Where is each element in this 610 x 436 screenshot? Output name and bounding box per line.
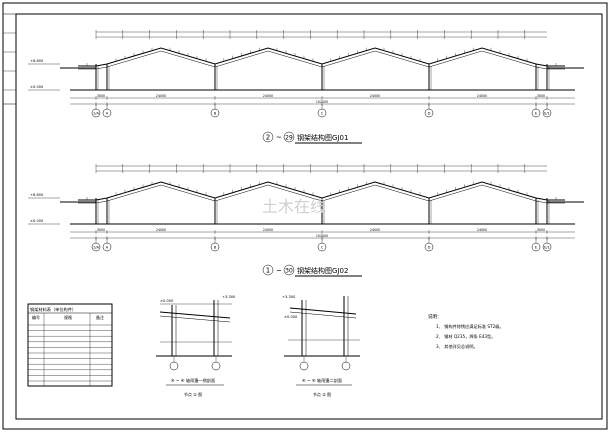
- elev1-sep: ~: [276, 134, 282, 142]
- elev1-axis-label: B: [214, 112, 217, 116]
- frame-elevation-gj01: 1/A A B C D E E/1 +6.600 ±0.000 3000 24000 24000 240…: [28, 30, 584, 118]
- elev1-axis-label: A: [106, 112, 109, 116]
- elev1-num1: 2: [266, 134, 270, 142]
- general-notes: 说明： 1、 钢构件除锈应满足标准 ST2级。 2、 钢材 Q235，焊条 E4…: [428, 313, 504, 350]
- material-table: 钢架材料表（单位构件） 编号 规格 备注: [27, 303, 113, 387]
- elev1-axis-bubble: [542, 108, 552, 118]
- elev2-axis-bubble: [210, 242, 220, 252]
- elev1-bay-dim: 3000: [537, 94, 545, 98]
- title-circle-2: [283, 131, 295, 143]
- detail-right-subtitle: 节点 ② 图: [313, 391, 331, 397]
- binding-strip: [2, 13, 17, 105]
- elev2-axis-label: 1/A: [93, 246, 99, 250]
- svg-text:+3.300: +3.300: [282, 295, 296, 299]
- elev2-title-text: 钢架结构图GJ02: [297, 266, 348, 275]
- elev2-bay-dim: 3000: [97, 228, 105, 232]
- elev2-axis-label: C: [321, 246, 324, 250]
- elev2-total-dim: 102000: [316, 234, 328, 238]
- elev1-axis-bubble: [531, 108, 541, 118]
- elev2-bay-dim: 3000: [537, 228, 545, 232]
- detail-left-title: ④ ~ ④ 轴雨篷一侧剖面: [171, 377, 215, 384]
- elev1-axis-bubble: [102, 108, 112, 118]
- frame-elevation-gj02: 1/A A B C D E E/1 +6.600 ±0.000 3000 24000 24000 240…: [28, 164, 584, 252]
- elev2-axis-bubble: [542, 242, 552, 252]
- elev1-axis-label: E/1: [544, 112, 550, 116]
- elev1-axis-bubble: [317, 108, 327, 118]
- note-item-3: 3、 其他详见总说明。: [436, 343, 478, 350]
- elev1-num2: 29: [285, 135, 293, 142]
- notes-title: 说明：: [428, 313, 442, 320]
- table-header-no: 编号: [32, 314, 40, 320]
- svg-text:+6.600: +6.600: [30, 193, 44, 197]
- elev1-rafter-line: [78, 47, 565, 67]
- elev1-axis-label: D: [428, 112, 431, 116]
- elev1-axis-bubble: [91, 108, 101, 118]
- elev2-bay-dim: 24000: [263, 228, 273, 232]
- elev2-axis-label: E: [535, 246, 538, 250]
- svg-text:±0.000: ±0.000: [284, 315, 298, 319]
- detail-left-subtitle: 节点 ① 图: [184, 391, 202, 397]
- elevation1-title: 2 ~ 29 钢架结构图GJ01: [262, 131, 362, 144]
- note-item-1: 1、 钢构件除锈应满足标准 ST2级。: [436, 323, 504, 330]
- elev2-axis-label: D: [428, 246, 431, 250]
- svg-text:+6.600: +6.600: [30, 59, 44, 63]
- title-circle-1: [262, 131, 274, 143]
- elev1-bay-dim: 24000: [370, 94, 380, 98]
- elev2-bay-dim: 24000: [370, 228, 380, 232]
- svg-text:~: ~: [276, 267, 282, 275]
- elev1-title-text: 钢架结构图GJ01: [297, 133, 348, 142]
- table-header-note: 备注: [96, 314, 104, 320]
- elev2-axis-bubble: [91, 242, 101, 252]
- table-header-spec: 规格: [64, 314, 72, 320]
- elev2-num2: 30: [285, 268, 293, 275]
- svg-text:±0.000: ±0.000: [30, 85, 44, 89]
- elev1-axis-label: E: [535, 112, 538, 116]
- elevation2-title: 1 ~ 30 钢架结构图GJ02: [262, 264, 362, 277]
- elev1-total-dim: 102000: [316, 100, 328, 104]
- detail-section-right: +3.300 ±0.000 ④ ~ ④ 轴雨篷二剖面 节点 ② 图: [282, 295, 360, 397]
- elev1-bay-dim: 3000: [97, 94, 105, 98]
- elev2-axis-bubble: [317, 242, 327, 252]
- elev2-axis-bubble: [424, 242, 434, 252]
- elev2-num1: 1: [266, 267, 270, 275]
- elev2-axis-label: A: [106, 246, 109, 250]
- sheet-border: [2, 2, 608, 430]
- elev1-axis-bubble: [210, 108, 220, 118]
- elev1-axis-label: C: [321, 112, 324, 116]
- material-table-title: 钢架材料表（单位构件）: [30, 306, 76, 313]
- elev2-axis-bubble: [531, 242, 541, 252]
- elev1-bay-dim: 24000: [263, 94, 273, 98]
- drawing-frame: [15, 13, 603, 420]
- detail-right-title: ④ ~ ④ 轴雨篷二剖面: [302, 377, 342, 384]
- elev2-axis-label: E/1: [544, 246, 550, 250]
- svg-text:±0.000: ±0.000: [160, 299, 174, 303]
- elev1-bay-dim: 24000: [156, 94, 166, 98]
- svg-text:+3.300: +3.300: [222, 295, 236, 299]
- elev1-axis-bubble: [424, 108, 434, 118]
- elev2-bay-dim: 24000: [156, 228, 166, 232]
- elev1-bay-dim: 24000: [477, 94, 487, 98]
- note-item-2: 2、 钢材 Q235，焊条 E43型。: [436, 333, 495, 340]
- elev2-bay-dim: 24000: [477, 228, 487, 232]
- svg-text:±0.000: ±0.000: [30, 219, 44, 223]
- elev2-axis-bubble: [102, 242, 112, 252]
- elev2-axis-label: B: [214, 246, 217, 250]
- watermark-logo: 土木在线: [262, 197, 326, 216]
- detail-section-left: ±0.000 +3.300 ④ ~ ④ 轴雨篷一侧剖面 节点 ① 图: [156, 295, 236, 397]
- elev1-axis-label: 1/A: [93, 112, 99, 116]
